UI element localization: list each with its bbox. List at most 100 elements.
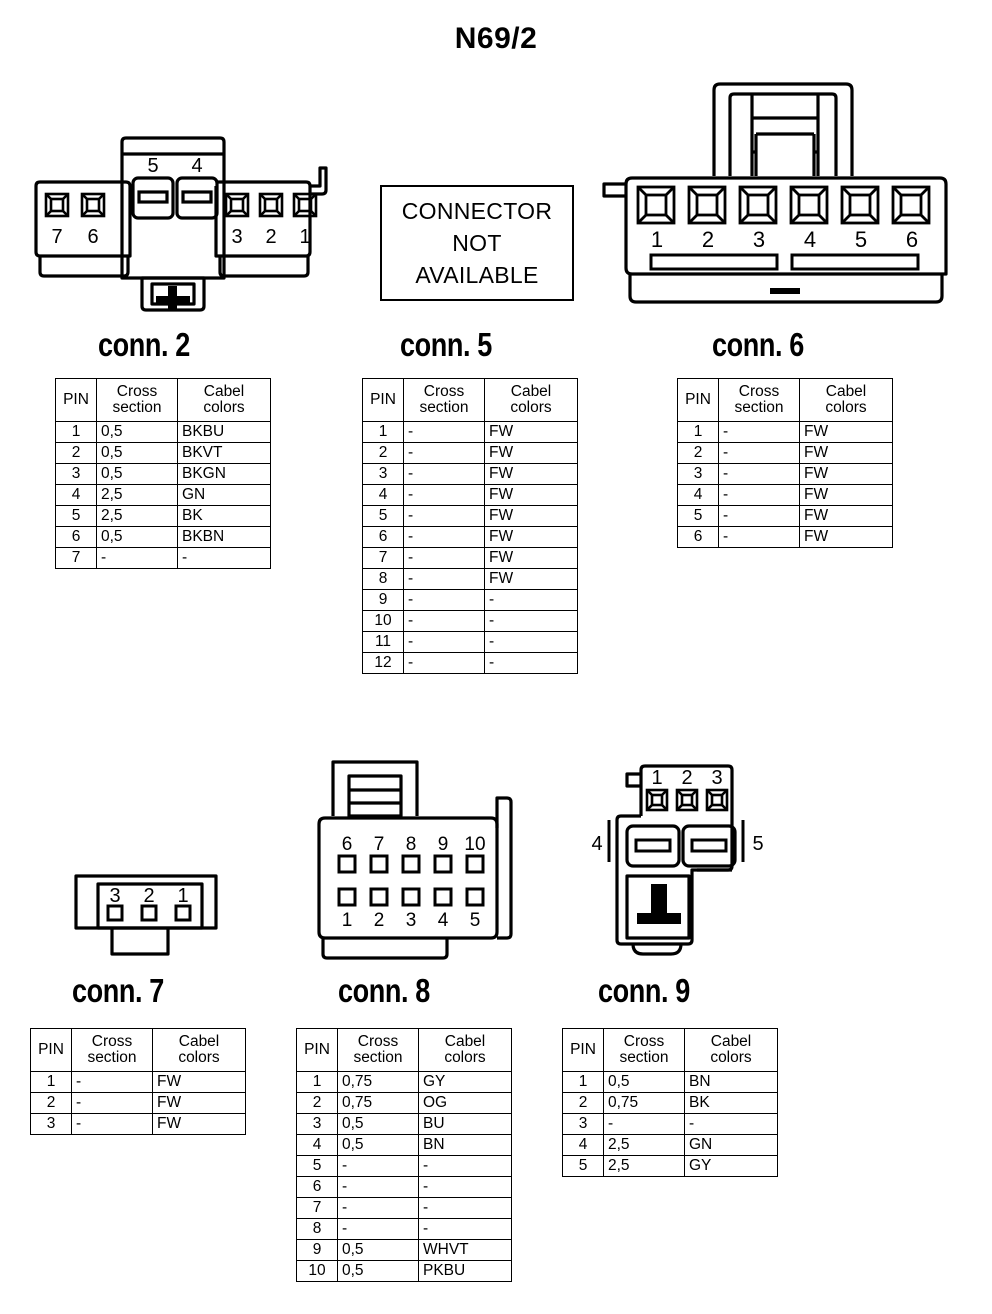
cell-cable-colors: WHVT: [418, 1239, 512, 1261]
caption-conn-9: conn. 9: [598, 972, 690, 1009]
cell-pin: 4: [362, 484, 404, 506]
cell-cable-colors: -: [418, 1197, 512, 1219]
conn9-pin-label-5: 5: [752, 833, 763, 855]
header-cross-section-line2: section: [734, 399, 784, 416]
conn9-pin-label-1: 1: [651, 767, 662, 789]
table-row: 1-FW: [30, 1071, 246, 1093]
header-pin: PIN: [677, 378, 719, 422]
cell-cross-section: -: [718, 526, 800, 548]
cell-pin: 1: [362, 421, 404, 443]
cell-cross-section: -: [71, 1113, 153, 1135]
table-row: 7--: [296, 1197, 512, 1219]
cell-pin: 2: [296, 1092, 338, 1114]
not-available-line-1: CONNECTOR: [401, 198, 553, 224]
cell-cable-colors: BKBU: [177, 421, 271, 443]
cell-cross-section: 0,5: [96, 463, 178, 485]
cell-cable-colors: BN: [684, 1071, 778, 1093]
conn8-pin-label-1: 1: [342, 910, 353, 931]
cell-pin: 1: [677, 421, 719, 443]
cell-cross-section: 0,5: [337, 1113, 419, 1135]
cell-pin: 7: [296, 1197, 338, 1219]
conn8-pin-label-5: 5: [470, 910, 481, 931]
cell-cross-section: 2,5: [96, 505, 178, 527]
header-cross-section-line2: section: [419, 399, 469, 416]
cell-cross-section: -: [603, 1113, 685, 1135]
cell-pin: 3: [362, 463, 404, 485]
connector-8-drawing: 6 7 8 9 10 1 2 3 4 5: [305, 758, 520, 963]
cell-cable-colors: FW: [484, 463, 578, 485]
cell-pin: 6: [55, 526, 97, 548]
cell-cross-section: 0,5: [96, 526, 178, 548]
cell-cable-colors: FW: [484, 484, 578, 506]
cell-cross-section: 0,5: [96, 421, 178, 443]
cell-cable-colors: -: [418, 1218, 512, 1240]
header-cross-section-line2: section: [619, 1049, 669, 1066]
cell-pin: 8: [362, 568, 404, 590]
cell-cross-section: -: [403, 484, 485, 506]
cell-pin: 5: [55, 505, 97, 527]
cell-cross-section: 0,75: [337, 1092, 419, 1114]
cell-cable-colors: FW: [799, 463, 893, 485]
cell-pin: 9: [296, 1239, 338, 1261]
cell-cable-colors: FW: [484, 526, 578, 548]
conn6-pin-label-4: 4: [804, 227, 816, 252]
cell-cable-colors: GY: [684, 1155, 778, 1177]
cell-cable-colors: FW: [484, 505, 578, 527]
cell-pin: 4: [55, 484, 97, 506]
cell-cable-colors: -: [684, 1113, 778, 1135]
header-pin: PIN: [562, 1028, 604, 1072]
table-header-row: PIN Cross section Cabel colors: [562, 1028, 778, 1072]
cell-cross-section: 0,5: [337, 1239, 419, 1261]
cell-pin: 3: [55, 463, 97, 485]
table-header-row: PIN Cross section Cabel colors: [296, 1028, 512, 1072]
cell-pin: 5: [362, 505, 404, 527]
cell-cross-section: -: [403, 610, 485, 632]
cell-cross-section: 2,5: [96, 484, 178, 506]
table-row: 8--: [296, 1218, 512, 1240]
cell-cable-colors: BKGN: [177, 463, 271, 485]
cell-cable-colors: -: [484, 610, 578, 632]
cell-pin: 10: [296, 1260, 338, 1282]
cell-pin: 2: [30, 1092, 72, 1114]
header-cross-section: Cross section: [603, 1028, 685, 1072]
connector-7-drawing: 3 2 1: [66, 868, 246, 963]
cell-cable-colors: FW: [799, 442, 893, 464]
conn8-pin-label-9: 9: [438, 834, 449, 855]
cell-cable-colors: -: [484, 631, 578, 653]
cell-pin: 10: [362, 610, 404, 632]
caption-conn-7: conn. 7: [72, 972, 164, 1009]
table-row: 1-FW: [362, 421, 578, 443]
cell-cable-colors: FW: [152, 1113, 246, 1135]
cell-pin: 3: [677, 463, 719, 485]
cell-pin: 12: [362, 652, 404, 674]
table-row: 9--: [362, 589, 578, 611]
conn8-pin-label-3: 3: [406, 910, 417, 931]
cell-cross-section: -: [403, 526, 485, 548]
cell-cross-section: -: [337, 1176, 419, 1198]
cell-cross-section: 2,5: [603, 1155, 685, 1177]
conn8-pin-label-6: 6: [342, 834, 353, 855]
cell-pin: 5: [562, 1155, 604, 1177]
cell-cable-colors: GN: [684, 1134, 778, 1156]
cell-cable-colors: -: [418, 1155, 512, 1177]
cell-cross-section: -: [337, 1155, 419, 1177]
header-cross-section: Cross section: [71, 1028, 153, 1072]
cell-cross-section: 0,75: [337, 1071, 419, 1093]
caption-conn-2: conn. 2: [98, 326, 190, 363]
cell-cross-section: -: [71, 1092, 153, 1114]
cell-pin: 2: [55, 442, 97, 464]
cell-pin: 2: [362, 442, 404, 464]
cell-pin: 1: [55, 421, 97, 443]
